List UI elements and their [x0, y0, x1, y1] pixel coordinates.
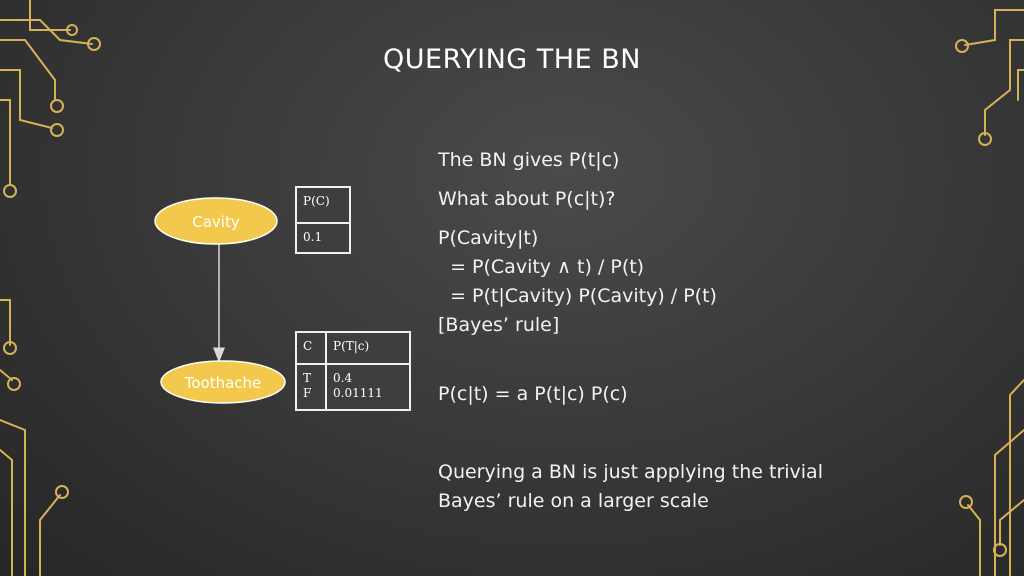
node-cavity-label: Cavity — [192, 213, 240, 231]
bn-gives-text: The BN gives P(t|c) — [438, 149, 620, 171]
cpt-toothache-header-p: P(T|c) — [325, 331, 411, 365]
cpt-value-f: 0.01111 — [333, 386, 383, 400]
result-formula: P(c|t) = a P(t|c) P(c) — [438, 383, 628, 405]
conclusion-line: Querying a BN is just applying the trivi… — [438, 461, 823, 483]
what-about-text: What about P(c|t)? — [438, 188, 616, 210]
node-cavity — [154, 197, 278, 245]
slide-title: QUERYING THE BN — [383, 44, 641, 75]
derivation-line: = P(Cavity ∧ t) / P(t) — [438, 256, 645, 278]
conclusion-block: Querying a BN is just applying the trivi… — [438, 458, 823, 516]
cpt-toothache-conditions: T F — [295, 363, 327, 411]
cpt-condition-t: T — [303, 371, 312, 385]
cpt-toothache: C P(T|c) T F 0.4 0.01111 — [295, 331, 411, 411]
cpt-toothache-header-c: C — [295, 331, 327, 365]
cpt-cavity-value: 0.1 — [295, 222, 351, 254]
cpt-toothache-values: 0.4 0.01111 — [325, 363, 411, 411]
derivation-line: P(Cavity|t) — [438, 227, 539, 249]
cpt-condition-f: F — [303, 386, 312, 400]
result-block: P(c|t) = a P(t|c) P(c) — [438, 380, 628, 409]
node-toothache — [160, 360, 286, 404]
cpt-value-t: 0.4 — [333, 371, 353, 385]
derivation-line: [Bayes’ rule] — [438, 314, 560, 336]
cpt-cavity-header: P(C) — [295, 186, 351, 224]
cpt-cavity: P(C) 0.1 — [295, 186, 351, 254]
derivation-block: P(Cavity|t) = P(Cavity ∧ t) / P(t) = P(t… — [438, 224, 717, 340]
text-line-1: The BN gives P(t|c) — [438, 146, 619, 175]
conclusion-line: Bayes’ rule on a larger scale — [438, 490, 709, 512]
node-toothache-label: Toothache — [184, 374, 262, 392]
derivation-line: = P(t|Cavity) P(Cavity) / P(t) — [438, 285, 717, 307]
text-line-2: What about P(c|t)? — [438, 185, 616, 214]
